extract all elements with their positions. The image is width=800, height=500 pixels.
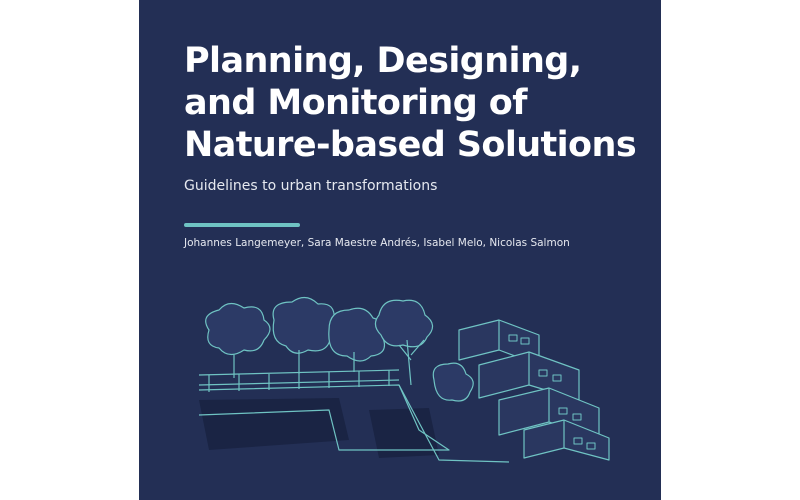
cover-authors: Johannes Langemeyer, Sara Maestre Andrés…	[184, 237, 570, 249]
title-line-1: Planning, Designing,	[184, 41, 582, 81]
windows	[508, 334, 596, 450]
title-line-3: Nature-based Solutions	[184, 125, 637, 165]
buildings	[458, 319, 610, 461]
tree-trunks	[233, 339, 425, 386]
accent-divider	[184, 223, 300, 227]
title-line-2: and Monitoring of	[184, 83, 527, 123]
tree-canopies	[205, 296, 474, 402]
book-cover: Planning, Designing, and Monitoring of N…	[139, 0, 661, 500]
urban-nature-illustration-icon	[198, 296, 610, 463]
tree-shadows	[199, 398, 349, 450]
cover-subtitle: Guidelines to urban transformations	[184, 178, 438, 194]
cover-title: Planning, Designing, and Monitoring of N…	[184, 40, 637, 166]
